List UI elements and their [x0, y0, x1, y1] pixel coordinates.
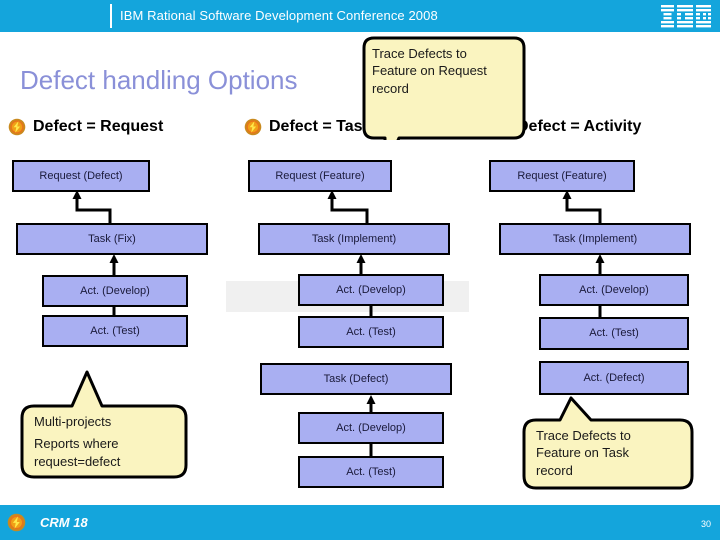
- bolt-icon: [8, 118, 26, 136]
- callout-line: record: [372, 80, 409, 96]
- flow-box[interactable]: Task (Implement): [258, 223, 450, 255]
- callout-line: Feature on Request: [372, 63, 487, 79]
- flow-box-label: Request (Feature): [517, 169, 607, 182]
- flow-box[interactable]: Task (Defect): [260, 363, 452, 395]
- callout-trace-defects-task: Trace Defects to Feature on Task record: [516, 396, 700, 492]
- connector-col3-test-to-develop: [598, 305, 602, 319]
- flow-box-label: Task (Fix): [88, 232, 136, 245]
- flow-box-label: Act. (Develop): [336, 421, 406, 434]
- column-heading-defect-task: Defect = Task: [244, 118, 371, 136]
- flow-box[interactable]: Request (Feature): [248, 160, 392, 192]
- ibm-logo: [661, 5, 711, 28]
- bolt-icon: [7, 513, 26, 532]
- connector-col2-act-to-task: [356, 254, 366, 275]
- flow-box[interactable]: Act. (Test): [298, 456, 444, 488]
- flow-box-label: Task (Implement): [552, 232, 638, 245]
- footer-bar: CRM 18 30: [0, 505, 720, 540]
- connector-col3-act-to-task: [595, 254, 605, 275]
- page-number: 30: [700, 519, 711, 529]
- flow-box-label: Act. (Test): [90, 324, 140, 337]
- flow-box-label: Act. (Test): [346, 325, 396, 338]
- flow-box[interactable]: Request (Feature): [489, 160, 635, 192]
- callout-line: Trace Defects to: [372, 46, 467, 61]
- column-heading-label: Defect = Request: [33, 118, 164, 135]
- column-heading-defect-request: Defect = Request: [8, 118, 163, 136]
- flow-box-label: Act. (Develop): [80, 284, 150, 297]
- flow-box-label: Act. (Test): [589, 327, 639, 340]
- header-bar: IBM Rational Software Development Confer…: [0, 0, 720, 32]
- flow-box-label: Request (Feature): [275, 169, 365, 182]
- connector-col1-task-to-request: [72, 190, 112, 228]
- flow-box[interactable]: Act. (Develop): [42, 275, 188, 307]
- flow-box[interactable]: Task (Implement): [499, 223, 691, 255]
- flow-box[interactable]: Act. (Develop): [298, 412, 444, 444]
- flow-box-label: Task (Implement): [311, 232, 397, 245]
- flow-box[interactable]: Act. (Test): [539, 317, 689, 350]
- flow-box[interactable]: Act. (Test): [42, 315, 188, 347]
- callout-line: Multi-projects: [34, 414, 112, 429]
- connector-col2-task-to-request: [327, 190, 369, 228]
- header-separator: [110, 4, 112, 28]
- flow-box[interactable]: Act. (Develop): [539, 274, 689, 306]
- flow-box-label: Act. (Develop): [579, 283, 649, 296]
- column-heading-label: Defect = Task: [269, 118, 372, 135]
- flow-box[interactable]: Task (Fix): [16, 223, 208, 255]
- connector-col2-test-to-develop: [369, 305, 373, 318]
- flow-box[interactable]: Act. (Defect): [539, 361, 689, 395]
- connector-col1-act-to-task: [109, 254, 119, 275]
- column-heading-label: Defect = Activity: [517, 118, 642, 135]
- page-title: Defect handling Options: [20, 65, 298, 95]
- conference-title: IBM Rational Software Development Confer…: [120, 8, 438, 23]
- callout-trace-defects-request: Trace Defects to Feature on Request reco…: [354, 36, 534, 140]
- flow-box-label: Request (Defect): [39, 169, 123, 182]
- callout-line: Reports where: [34, 436, 119, 452]
- connector-col2-test2-to-develop2: [369, 444, 373, 457]
- bolt-icon: [244, 118, 262, 136]
- connector-col3-task-to-request: [562, 190, 602, 228]
- callout-line: record: [536, 462, 573, 478]
- flow-box-label: Act. (Develop): [336, 283, 406, 296]
- flow-box[interactable]: Request (Defect): [12, 160, 150, 192]
- flow-box-label: Task (Defect): [323, 372, 389, 385]
- flow-box[interactable]: Act. (Test): [298, 316, 444, 348]
- flow-box-label: Act. (Test): [346, 465, 396, 478]
- footer-label: CRM 18: [40, 515, 88, 530]
- callout-line: request=defect: [34, 453, 121, 469]
- callout-multi-projects: Multi-projects Reports where request=def…: [12, 370, 196, 482]
- flow-box-label: Act. (Defect): [583, 371, 645, 384]
- callout-line: Feature on Task: [536, 445, 629, 461]
- callout-line: Trace Defects to: [536, 428, 631, 443]
- flow-box[interactable]: Act. (Develop): [298, 274, 444, 306]
